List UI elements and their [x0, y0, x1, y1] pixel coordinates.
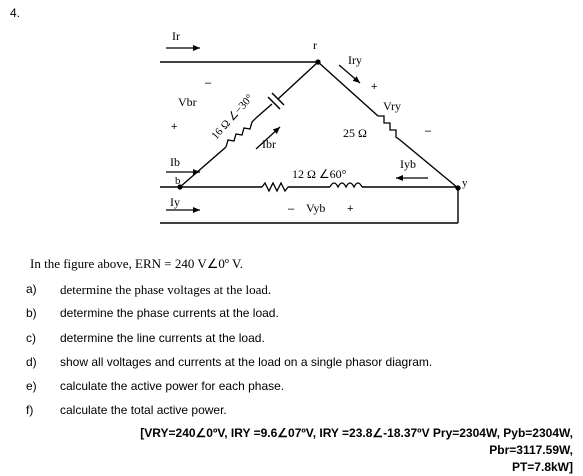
label-vyb: Vyb	[306, 201, 325, 215]
label-node-b: b	[175, 175, 181, 187]
label-iyb: Iyb	[400, 157, 416, 171]
inductor-yb	[329, 182, 363, 189]
branch-br-upper	[277, 61, 319, 100]
arrow-ibr	[255, 126, 281, 150]
label-ir: Ir	[172, 29, 180, 43]
problem-number: 4.	[10, 6, 21, 20]
branch-ry-upper	[317, 61, 379, 117]
polarity-vyb-minus: –	[288, 203, 295, 215]
question-key: d)	[26, 355, 37, 369]
intro-text: In the figure above, ERN = 240 V∠0º V.	[30, 256, 243, 271]
label-vry: Vry	[383, 99, 401, 113]
question-key: c)	[26, 331, 36, 345]
question-text: calculate the active power for each phas…	[60, 379, 285, 393]
node-b-dot	[177, 184, 183, 190]
question-a: a) determine the phase voltages at the l…	[26, 282, 271, 298]
label-iry: Iry	[348, 53, 362, 67]
branch-br-lower	[179, 146, 227, 188]
capacitor-br-plate1	[267, 96, 281, 110]
question-b: b) determine the phase currents at the l…	[26, 306, 279, 320]
question-text: show all voltages and currents at the lo…	[60, 355, 433, 369]
label-z-yb: 12 Ω ∠60°	[292, 167, 347, 181]
question-text: calculate the total active power.	[60, 403, 227, 417]
label-iy: Iy	[170, 195, 180, 209]
question-key: a)	[26, 282, 37, 296]
question-key: b)	[26, 306, 37, 320]
answer-block: [VRY=240∠0ºV, IRY =9.6∠07ºV, IRY =23.8∠-…	[73, 425, 573, 476]
question-text: determine the phase currents at the load…	[60, 306, 279, 320]
arrow-iry	[338, 64, 361, 84]
polarity-vry-minus: –	[425, 125, 432, 137]
delta-circuit-diagram: r b y Ir Ib Iy Iry Ibr Iyb Vbr Vry Vyb 1…	[160, 29, 468, 224]
resistor-yb	[261, 181, 289, 193]
question-d: d) show all voltages and currents at the…	[26, 355, 432, 369]
polarity-vry-plus: +	[371, 81, 377, 93]
question-c: c) determine the line currents at the lo…	[26, 331, 265, 345]
label-ib: Ib	[170, 155, 180, 169]
node-y-dot	[455, 185, 461, 191]
polarity-vyb-plus: +	[347, 203, 353, 215]
branch-br-mid	[255, 103, 273, 119]
question-e: e) calculate the active power for each p…	[26, 379, 284, 393]
resistor-ry	[378, 115, 401, 141]
question-text: determine the line currents at the load.	[60, 331, 265, 345]
node-r-dot	[315, 59, 321, 65]
answer-line-2: PT=7.8kW]	[511, 460, 573, 474]
label-z-ry: 25 Ω	[343, 126, 367, 140]
label-ibr: Ibr	[262, 137, 276, 151]
answer-line-1: [VRY=240∠0ºV, IRY =9.6∠07ºV, IRY =23.8∠-…	[140, 426, 573, 457]
resistor-br	[225, 117, 257, 148]
problem-page: 4.	[10, 6, 573, 474]
label-node-y: y	[462, 177, 468, 189]
question-key: f)	[26, 403, 34, 417]
polarity-vbr-plus: +	[171, 121, 177, 133]
polarity-vbr-minus: –	[205, 77, 212, 89]
question-text: determine the phase voltages at the load…	[60, 282, 272, 297]
label-z-br: 16 Ω ∠−30°	[209, 92, 255, 142]
question-f: f) calculate the total active power.	[26, 403, 227, 417]
branch-ry-lower	[399, 139, 459, 189]
label-vbr: Vbr	[178, 95, 197, 109]
label-node-r: r	[313, 38, 317, 52]
question-key: e)	[26, 379, 37, 393]
